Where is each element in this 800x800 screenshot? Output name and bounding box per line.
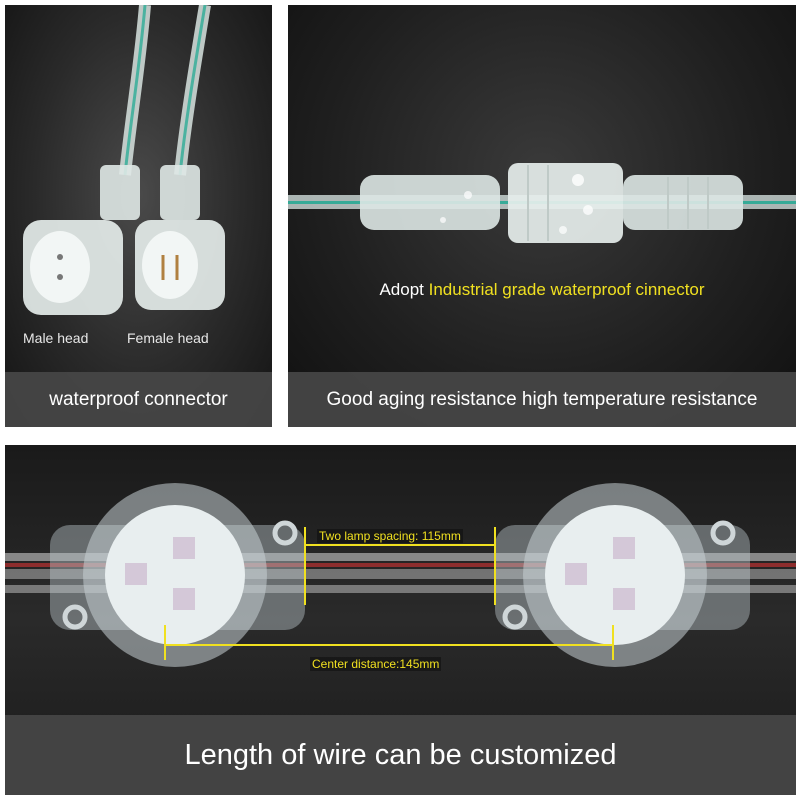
led-modules-photo-panel: Two lamp spacing: 115mm Center distance:… [5,445,796,795]
center-distance-label: Center distance:145mm [310,657,442,671]
caption-aging-resistance: Good aging resistance high temperature r… [288,372,796,427]
promo-prefix: Adopt [379,280,429,299]
lamp-spacing-label: Two lamp spacing: 115mm [317,529,463,543]
led-modules-photo [5,483,796,667]
female-head-label: Female head [127,330,209,346]
male-head-label: Male head [23,330,89,346]
promo-highlight: Industrial grade waterproof cinnector [428,280,705,299]
connector-photo-panel: Male head Female head waterproof connect… [5,5,272,427]
promo-text: Adopt Industrial grade waterproof cinnec… [288,280,796,300]
connector-joined-photo-panel: Adopt Industrial grade waterproof cinnec… [288,5,796,427]
joined-connector-photo [288,163,796,243]
caption-waterproof-connector: waterproof connector [5,372,272,427]
caption-wire-length: Length of wire can be customized [5,715,796,795]
connector-heads-photo [23,5,225,315]
